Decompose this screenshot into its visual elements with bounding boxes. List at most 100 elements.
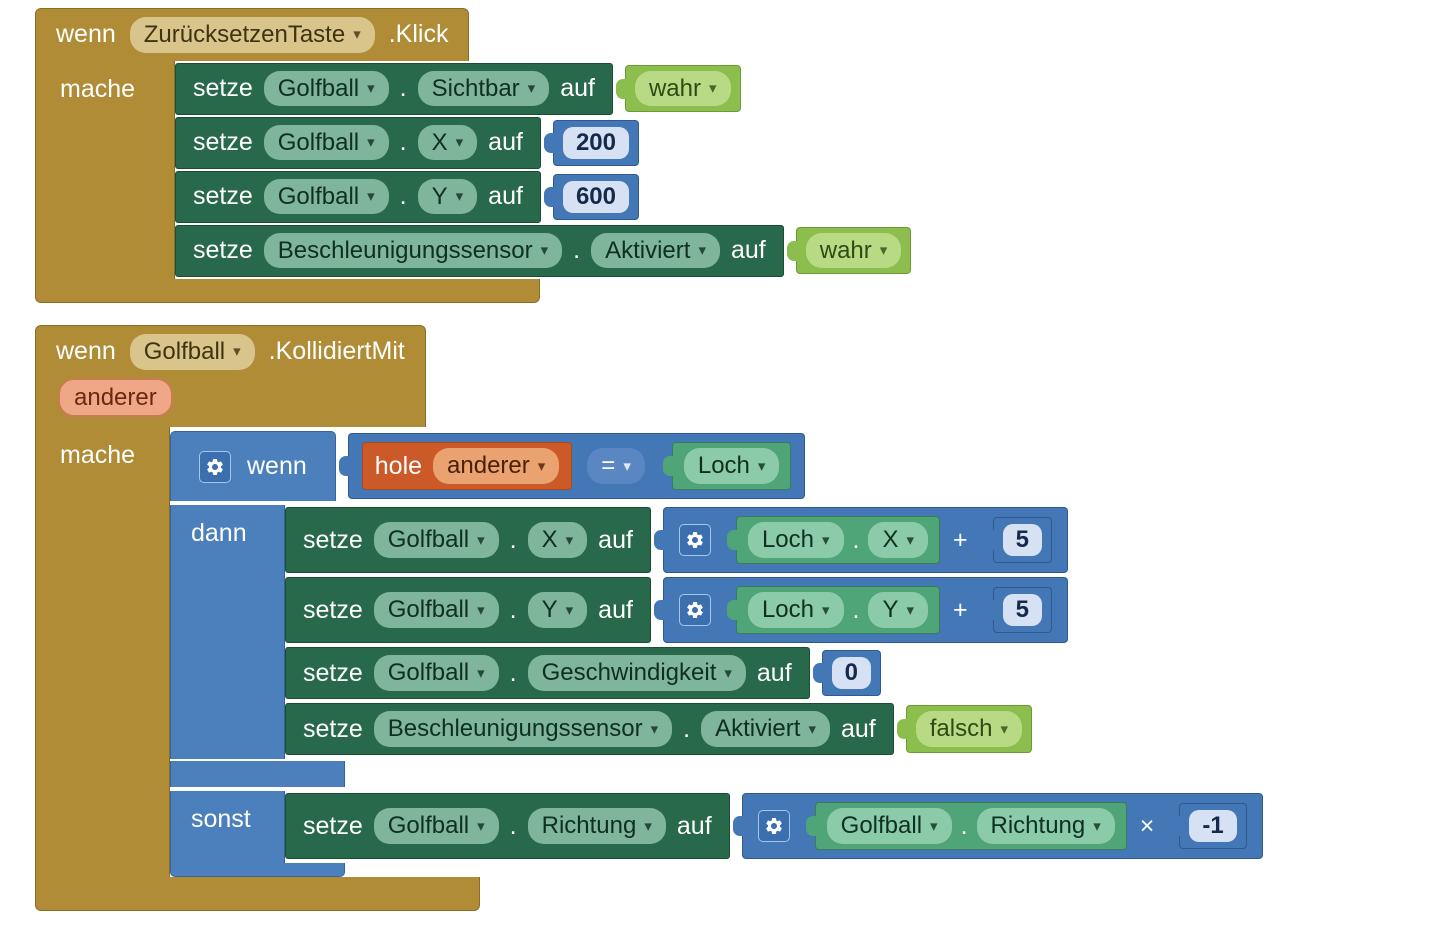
number-block[interactable]: 5 [992,517,1052,564]
component-dropdown[interactable]: Loch ▾ [683,448,780,484]
auf-keyword: auf [598,595,633,624]
if-else-block[interactable]: wenn hole anderer ▾ = ▾ [170,431,1263,878]
dot-separator: . [399,182,407,211]
mutator-gear-button[interactable] [678,594,711,627]
get-variable-block[interactable]: hole anderer ▾ [361,442,573,490]
set-statement[interactable]: setze Golfball ▾ . X ▾ auf [285,507,1068,574]
logic-dropdown[interactable]: wahr ▾ [634,70,731,107]
set-statement[interactable]: setze Beschleunigungssensor ▾ . Aktivier… [285,703,1032,756]
property-getter-block[interactable]: Golfball ▾ . Richtung ▾ [814,802,1127,850]
property-dropdown[interactable]: Sichtbar ▾ [417,70,550,107]
math-add-block[interactable]: Loch ▾ . Y ▾ + [662,577,1068,644]
component-dropdown[interactable]: Golfball ▾ [263,124,389,161]
set-statement[interactable]: setze Beschleunigungssensor ▾ . Aktivier… [175,224,912,277]
logic-false-block[interactable]: falsch ▾ [905,705,1032,753]
mutator-gear-button[interactable] [678,524,711,557]
mutator-gear-button[interactable] [757,810,790,843]
property-dropdown[interactable]: X ▾ [527,522,588,558]
chevron-down-icon: ▾ [757,457,766,475]
property-dropdown[interactable]: Y ▾ [527,592,588,628]
number-block[interactable]: 5 [992,587,1052,634]
component-dropdown[interactable]: Golfball ▾ [373,655,499,691]
setter-block[interactable]: setze Golfball ▾ . X ▾ auf [285,507,651,574]
property-dropdown[interactable]: Geschwindigkeit ▾ [527,655,746,691]
component-dropdown[interactable]: Golfball ▾ [129,334,255,370]
component-dropdown[interactable]: ZurücksetzenTaste ▾ [129,17,375,53]
component-dropdown[interactable]: Beschleunigungssensor ▾ [263,232,563,269]
setter-block[interactable]: setze Beschleunigungssensor ▾ . Aktivier… [175,224,784,277]
component-dropdown[interactable]: Golfball ▾ [263,178,389,215]
property-dropdown[interactable]: Aktiviert ▾ [701,711,830,747]
event-param-anderer[interactable]: anderer [58,377,173,418]
component-dropdown[interactable]: Golfball ▾ [826,808,952,844]
set-statement[interactable]: setze Golfball ▾ . Richtung ▾ [285,793,1263,860]
logic-dropdown[interactable]: falsch ▾ [915,711,1022,747]
number-block[interactable]: 0 [821,650,882,697]
number-value[interactable]: 5 [1002,524,1042,557]
event-header[interactable]: wenn ZurücksetzenTaste ▾ .Klick [35,8,470,61]
setter-block[interactable]: setze Golfball ▾ . Richtung ▾ [285,793,730,860]
property-dropdown[interactable]: Richtung ▾ [976,808,1115,844]
set-statement[interactable]: setze Golfball ▾ . Y ▾ auf 600 [175,170,639,223]
component-dropdown[interactable]: Golfball ▾ [373,522,499,558]
number-block[interactable]: 200 [552,119,639,166]
logic-dropdown[interactable]: wahr ▾ [805,232,902,269]
property-dropdown[interactable]: Aktiviert ▾ [591,232,720,269]
setter-block[interactable]: setze Golfball ▾ . Y ▾ auf [285,577,651,644]
property-dropdown[interactable]: Y ▾ [417,178,478,215]
property-getter-block[interactable]: Loch ▾ . X ▾ [735,516,941,564]
component-ref-block[interactable]: Loch ▾ [671,442,792,490]
property-dropdown[interactable]: X ▾ [417,124,478,161]
operator-dropdown[interactable]: = ▾ [587,448,645,484]
property-dropdown[interactable]: X ▾ [868,522,929,558]
auf-keyword: auf [676,811,712,840]
set-statement[interactable]: setze Golfball ▾ . X ▾ auf 200 [175,116,639,169]
if-header-bar[interactable]: wenn [170,431,336,502]
then-spine[interactable]: dann [170,505,285,760]
event-footer[interactable] [35,278,540,303]
setter-block[interactable]: setze Golfball ▾ . Sichtbar ▾ auf [175,62,613,115]
set-statement[interactable]: setze Golfball ▾ . Sichtbar ▾ auf [175,62,741,115]
wenn-keyword: wenn [56,20,116,49]
logic-true-block[interactable]: wahr ▾ [795,226,912,275]
set-statement[interactable]: setze Golfball ▾ . Geschwindigkeit ▾ [285,647,882,700]
event-footer[interactable] [35,877,480,912]
setter-block[interactable]: setze Golfball ▾ . Y ▾ auf [175,170,541,223]
setter-block[interactable]: setze Beschleunigungssensor ▾ . Aktivier… [285,703,894,756]
component-dropdown[interactable]: Golfball ▾ [263,70,389,107]
statements: setze Golfball ▾ . Sichtbar ▾ auf [175,61,912,279]
setter-block[interactable]: setze Golfball ▾ . Geschwindigkeit ▾ [285,647,810,700]
number-value[interactable]: 0 [831,657,872,690]
component-dropdown[interactable]: Golfball ▾ [373,592,499,628]
comparison-block[interactable]: hole anderer ▾ = ▾ Loch [347,433,806,500]
property-getter-block[interactable]: Loch ▾ . Y ▾ [735,586,941,634]
event-header[interactable]: wenn Golfball ▾ .KollidiertMit anderer [35,325,426,428]
property-dropdown[interactable]: Y ▾ [868,592,929,628]
number-value[interactable]: 200 [562,126,629,159]
property-dropdown[interactable]: Richtung ▾ [527,808,666,844]
event-do-spine[interactable]: mache [35,427,170,878]
set-statement[interactable]: setze Golfball ▾ . Y ▾ auf [285,577,1068,644]
mutator-gear-button[interactable] [199,450,231,483]
component-dropdown[interactable]: Beschleunigungssensor ▾ [373,711,673,747]
math-add-block[interactable]: Loch ▾ . X ▾ + [662,507,1068,574]
setter-block[interactable]: setze Golfball ▾ . X ▾ auf [175,116,541,169]
else-spine[interactable]: sonst [170,791,285,864]
component-dropdown[interactable]: Loch ▾ [747,522,844,558]
else-arm[interactable] [170,761,345,788]
variable-dropdown[interactable]: anderer ▾ [433,448,560,484]
component-dropdown[interactable]: Loch ▾ [747,592,844,628]
auf-keyword: auf [730,236,766,265]
math-multiply-block[interactable]: Golfball ▾ . Richtung ▾ × [741,793,1263,860]
number-value[interactable]: 600 [562,180,629,213]
component-dropdown[interactable]: Golfball ▾ [373,808,499,844]
number-block[interactable]: -1 [1179,803,1247,850]
logic-true-block[interactable]: wahr ▾ [624,64,741,113]
number-block[interactable]: 600 [552,173,639,220]
when-golfball-kollidiertmit-block[interactable]: wenn Golfball ▾ .KollidiertMit anderer m… [35,325,1263,912]
when-zuruecksetzentaste-klick-block[interactable]: wenn ZurücksetzenTaste ▾ .Klick mache se… [35,8,912,303]
number-value[interactable]: -1 [1189,810,1237,843]
if-footer[interactable] [170,863,345,878]
number-value[interactable]: 5 [1002,594,1042,627]
event-do-spine[interactable]: mache [35,60,175,279]
